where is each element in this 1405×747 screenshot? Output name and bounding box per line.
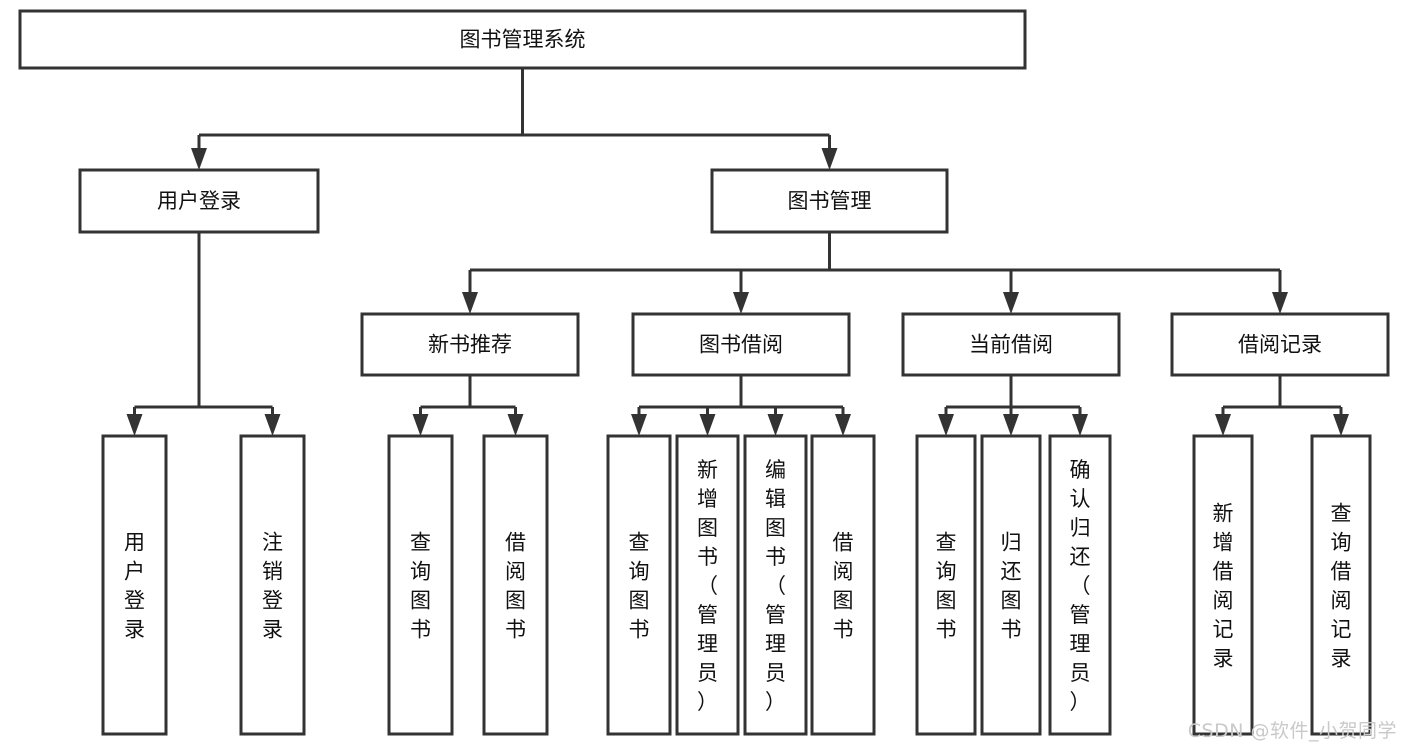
connector-root-to-level2 [191, 68, 838, 170]
node-label: 查询图书 [936, 531, 957, 642]
node-l3_0[interactable]: 新书推荐 [360, 312, 580, 377]
node-l3_3[interactable]: 借阅记录 [1170, 312, 1390, 377]
node-leaf_3[interactable]: 借阅图书 [482, 434, 549, 736]
node-label: 查询图书 [410, 531, 431, 642]
node-label: 借阅图书 [505, 531, 526, 642]
node-l3_2[interactable]: 当前借阅 [901, 312, 1121, 377]
node-leaf_1[interactable]: 注销登录 [239, 434, 306, 736]
node-label: 注销登录 [262, 531, 283, 642]
node-leaf_7[interactable]: 借阅图书 [810, 434, 876, 736]
node-label: 图书管理系统 [460, 28, 586, 52]
node-l2_0[interactable]: 用户登录 [78, 168, 320, 234]
node-leaf_0[interactable]: 用户登录 [101, 434, 168, 736]
connector-user-login-to-leaves [126, 232, 281, 436]
node-label: 当前借阅 [969, 333, 1053, 357]
connector-book-mgmt-to-level3 [462, 232, 1288, 314]
node-label: 查询图书 [629, 531, 650, 642]
node-label: 归还图书 [1001, 531, 1022, 642]
node-l3_1[interactable]: 图书借阅 [631, 312, 851, 377]
connector-new-book-to-leaves [412, 375, 524, 436]
node-leaf_8[interactable]: 查询图书 [915, 434, 977, 736]
node-label: 借阅记录 [1238, 333, 1322, 357]
node-leaf_2[interactable]: 查询图书 [387, 434, 454, 736]
node-label: 用户登录 [124, 531, 145, 642]
node-root[interactable]: 图书管理系统 [18, 9, 1027, 70]
node-leaf_9[interactable]: 归还图书 [980, 434, 1042, 736]
node-leaf_6[interactable]: 编辑图书（管理员） [743, 434, 808, 736]
node-label: 用户登录 [157, 189, 241, 213]
node-label: 新增图书（管理员） [697, 458, 718, 714]
nodes-layer: 图书管理系统用户登录图书管理新书推荐图书借阅当前借阅借阅记录用户登录注销登录查询… [18, 9, 1390, 736]
node-leaf_12[interactable]: 查询借阅记录 [1310, 434, 1372, 736]
node-leaf_11[interactable]: 新增借阅记录 [1192, 434, 1254, 736]
node-label: 查询借阅记录 [1331, 502, 1352, 671]
node-leaf_10[interactable]: 确认归还（管理员） [1048, 434, 1112, 736]
node-leaf_5[interactable]: 新增图书（管理员） [675, 434, 740, 736]
connector-current-borrow-to-leaves [938, 375, 1088, 436]
node-label: 新增借阅记录 [1213, 502, 1234, 671]
node-label: 新书推荐 [428, 333, 512, 357]
node-label: 编辑图书（管理员） [765, 458, 786, 714]
node-label: 图书管理 [788, 189, 872, 213]
node-leaf_4[interactable]: 查询图书 [606, 434, 672, 736]
connector-borrow-record-to-leaves [1215, 375, 1349, 436]
connectors-layer [126, 68, 1349, 436]
node-l2_1[interactable]: 图书管理 [710, 168, 949, 234]
node-label: 借阅图书 [833, 531, 854, 642]
node-label: 确认归还（管理员） [1070, 458, 1091, 714]
watermark-text: CSDN @软件_小贺同学 [1187, 720, 1397, 742]
node-label: 图书借阅 [699, 333, 783, 357]
connector-book-borrow-to-leaves [631, 375, 851, 436]
